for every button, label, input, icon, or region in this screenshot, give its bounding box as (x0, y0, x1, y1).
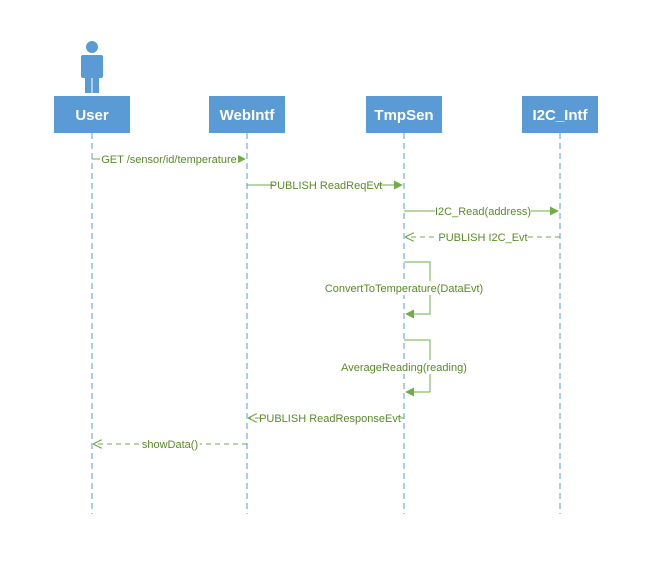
message-label: AverageReading(reading) (341, 362, 467, 374)
participant-webintf: WebIntf (209, 96, 285, 133)
participant-label: WebIntf (220, 107, 276, 124)
message-show-data: showData() (94, 437, 247, 451)
message-label: showData() (142, 439, 198, 451)
participant-label: I2C_Intf (532, 107, 588, 124)
message-publish-i2c-evt: PUBLISH I2C_Evt (406, 230, 560, 244)
lifelines (91, 133, 561, 514)
participant-user: User (54, 96, 130, 133)
message-label: I2C_Read(address) (435, 206, 531, 218)
message-label: PUBLISH ReadResponseEvt (259, 413, 401, 425)
participant-tmpsen: TmpSen (366, 96, 442, 133)
message-publish-readreqevt: PUBLISH ReadReqEvt (247, 178, 403, 192)
message-label: PUBLISH ReadReqEvt (270, 180, 383, 192)
message-label: ConvertToTemperature(DataEvt) (325, 283, 483, 295)
message-publish-readresponseevt: PUBLISH ReadResponseEvt (249, 411, 404, 425)
participant-label: TmpSen (374, 107, 433, 124)
participant-label: User (75, 107, 109, 124)
message-i2c-read: I2C_Read(address) (404, 204, 559, 218)
message-average-reading: AverageReading(reading) (341, 339, 467, 397)
message-label: PUBLISH I2C_Evt (438, 232, 527, 244)
person-icon (81, 41, 103, 93)
message-label: GET /sensor/id/temperature (101, 154, 237, 166)
participant-i2c-intf: I2C_Intf (522, 96, 598, 133)
message-get-temperature: GET /sensor/id/temperature (92, 152, 246, 166)
message-convert-to-temperature: ConvertToTemperature(DataEvt) (324, 261, 484, 319)
